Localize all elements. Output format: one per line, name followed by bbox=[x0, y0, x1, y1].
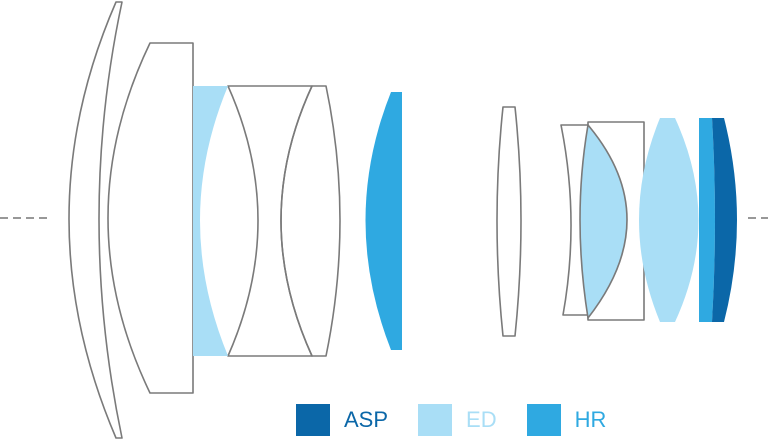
hr-swatch bbox=[526, 404, 561, 436]
lens-element-ed-2 bbox=[579, 123, 628, 320]
lens-element-6 bbox=[496, 106, 522, 337]
legend: ASP ED HR bbox=[296, 404, 636, 436]
legend-item-asp: ASP bbox=[296, 404, 388, 436]
lens-element-7 bbox=[560, 124, 589, 316]
lens-element-hr-1 bbox=[365, 92, 402, 350]
lens-element-2 bbox=[107, 42, 194, 394]
lens-element-ed-3 bbox=[639, 118, 699, 322]
legend-item-ed: ED bbox=[418, 404, 497, 436]
hr-label: HR bbox=[574, 407, 607, 432]
asp-label: ASP bbox=[344, 407, 389, 432]
lens-element-4 bbox=[280, 85, 341, 357]
asp-swatch bbox=[296, 404, 330, 436]
lens-element-asp bbox=[712, 118, 737, 322]
lens-element-hr-2 bbox=[699, 118, 715, 322]
legend-item-hr: HR bbox=[526, 404, 607, 436]
ed-label: ED bbox=[466, 407, 497, 432]
lens-element-1 bbox=[68, 1, 123, 439]
ed-swatch bbox=[418, 404, 453, 436]
lens-element-ed-1 bbox=[193, 86, 228, 356]
lens-element-3 bbox=[227, 85, 313, 357]
